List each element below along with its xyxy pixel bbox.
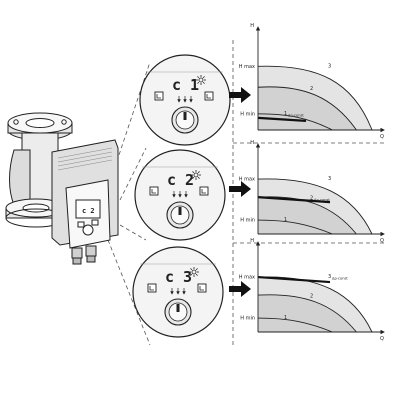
control-knob-icon: [166, 201, 194, 229]
curve-label-3: 3: [328, 63, 331, 69]
arrow-right-icon: [229, 181, 251, 197]
curve-sub-label: Δp-const: [314, 198, 330, 202]
sun-icon: [196, 75, 206, 85]
pump-display-text: c 2: [82, 207, 95, 215]
curve-max: [257, 178, 373, 235]
sun-icon: [189, 267, 199, 277]
x-axis-label: Q: [380, 336, 384, 342]
sun-icon: [191, 170, 201, 180]
constant-pressure-line: [257, 196, 331, 204]
curve-mid: [257, 86, 357, 131]
control-panel-1: c 1: [139, 54, 231, 146]
button-left: [154, 91, 164, 101]
control-panel-3: c 3: [132, 246, 224, 338]
curve-label-1: 1: [284, 111, 287, 117]
curve-label-1: 1: [284, 217, 287, 223]
control-panel-2: c 2: [134, 149, 226, 241]
mode-label: c 3: [165, 268, 192, 286]
h-max-label: H max: [239, 64, 255, 70]
curve-mid: [257, 294, 357, 333]
curve-label-3: 3: [328, 274, 331, 280]
constant-pressure-line: [257, 116, 307, 122]
y-axis-label: H: [250, 238, 254, 244]
curve-min: [257, 317, 333, 333]
mode-label: c 1: [172, 76, 199, 94]
curve-label-2: 2: [310, 196, 313, 202]
constant-pressure-line: [257, 275, 331, 284]
x-axis-label: Q: [380, 238, 384, 244]
h-min-label: H min: [240, 111, 255, 117]
button-right: [199, 186, 209, 196]
mode-label: c 2: [167, 171, 194, 189]
h-min-label: H min: [240, 218, 255, 224]
control-knob-icon: [171, 106, 199, 134]
h-max-label: H max: [239, 177, 255, 183]
curve-sub-label: Δp-const: [288, 113, 304, 117]
curve-label-2: 2: [310, 294, 313, 300]
curve-max: [257, 65, 373, 131]
control-knob-icon: [164, 298, 192, 326]
arrow-right-icon: [229, 281, 251, 297]
y-axis-label: H: [250, 23, 254, 29]
curve-label-3: 3: [328, 176, 331, 182]
button-left: [147, 283, 157, 293]
h-max-label: H max: [239, 275, 255, 281]
control-panels: c 1 c 2 c 3: [132, 54, 231, 338]
y-axis-label: H: [250, 140, 254, 146]
button-right: [197, 283, 207, 293]
curve-sub-label: Δp-const: [332, 277, 348, 281]
curve-label-2: 2: [310, 86, 313, 92]
separator-lines: [107, 40, 385, 346]
x-axis-label: Q: [380, 134, 384, 140]
curve-min: [257, 113, 333, 131]
button-left: [149, 186, 159, 196]
arrow-right-icon: [229, 87, 251, 103]
curve-mid: [257, 196, 357, 235]
curve-max: [257, 276, 373, 333]
h-min-label: H min: [240, 316, 255, 322]
curve-min: [257, 219, 333, 235]
curve-label-1: 1: [284, 315, 287, 321]
pump-icon: [5, 112, 119, 265]
button-right: [204, 91, 214, 101]
arrows: [229, 87, 251, 297]
